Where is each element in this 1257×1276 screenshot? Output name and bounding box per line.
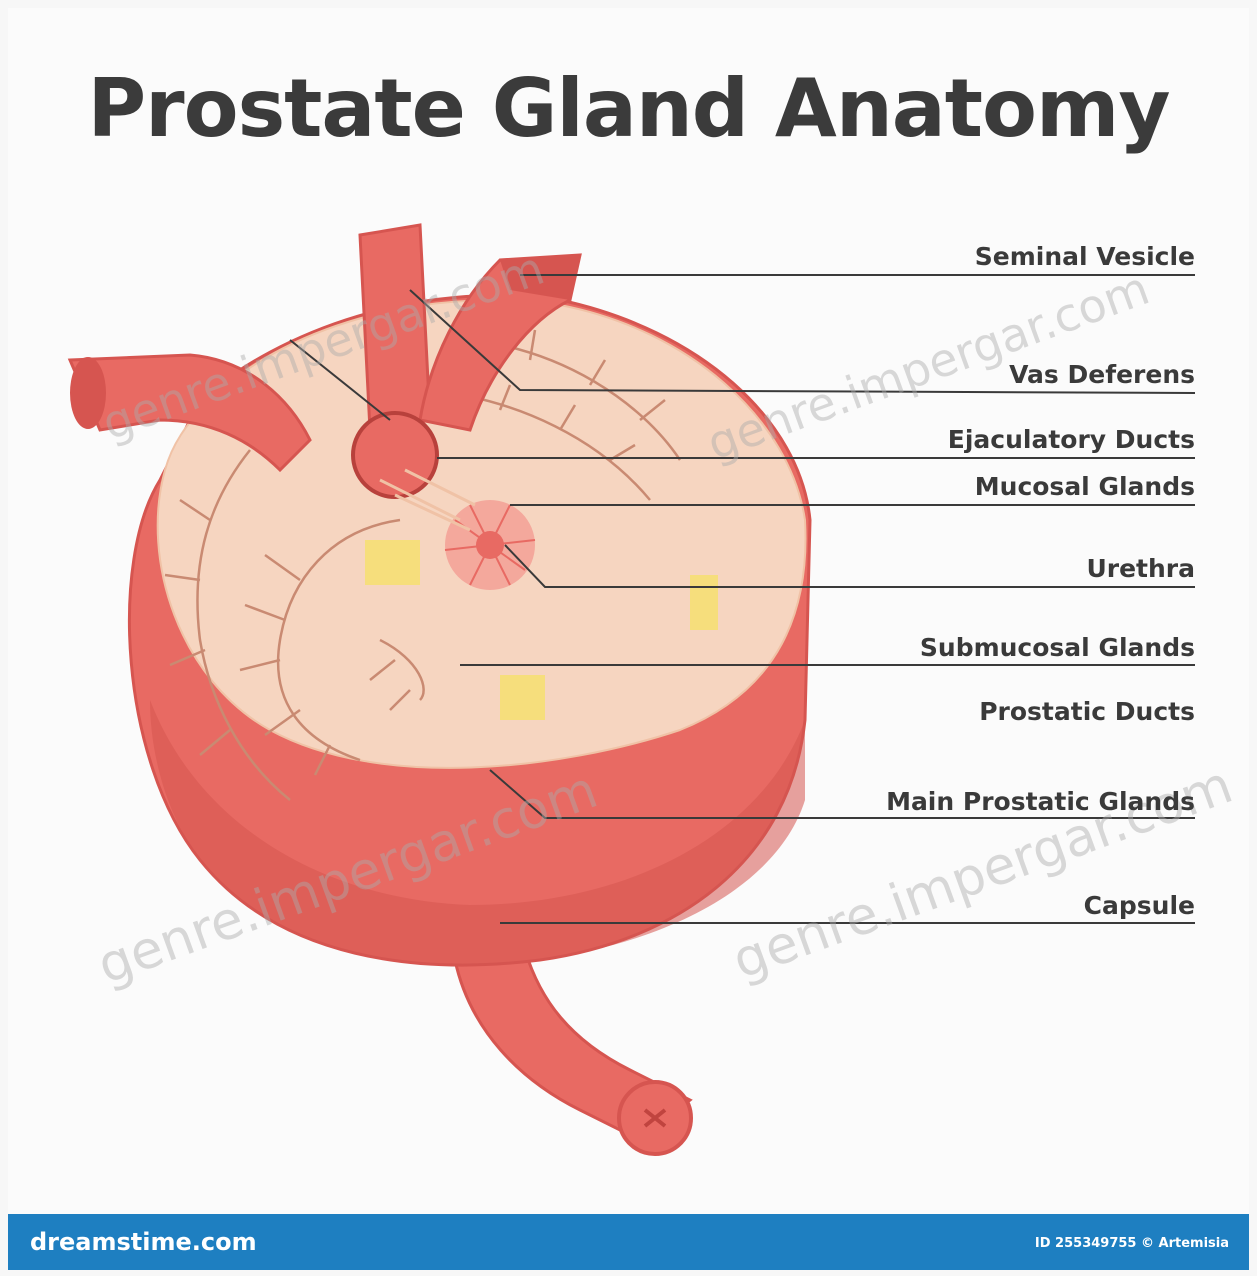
ejaculatory-ducts xyxy=(353,413,437,497)
footer-image-id: ID 255349755 © Artemisia xyxy=(1035,1236,1229,1251)
vas-deferens xyxy=(360,225,430,430)
label-ejaculatory-ducts: Ejaculatory Ducts xyxy=(948,425,1195,454)
label-vas-deferens: Vas Deferens xyxy=(1009,360,1195,389)
label-submucosal-glands: Submucosal Glands xyxy=(920,633,1195,662)
label-capsule: Capsule xyxy=(1084,891,1195,920)
yellow-patch xyxy=(500,675,545,720)
label-prostatic-ducts: Prostatic Ducts xyxy=(979,697,1195,726)
label-seminal-vesicle: Seminal Vesicle xyxy=(975,242,1195,271)
yellow-patch xyxy=(690,575,718,630)
yellow-patch xyxy=(365,540,420,585)
footer-site-logo[interactable]: dreamstime.com xyxy=(30,1228,257,1256)
label-mucosal-glands: Mucosal Glands xyxy=(975,472,1195,501)
label-urethra: Urethra xyxy=(1086,554,1195,583)
urethra-section xyxy=(445,500,535,590)
label-main-prostatic-glands: Main Prostatic Glands xyxy=(886,787,1195,816)
footer-bar: dreamstime.com ID 255349755 © Artemisia xyxy=(8,1214,1249,1270)
